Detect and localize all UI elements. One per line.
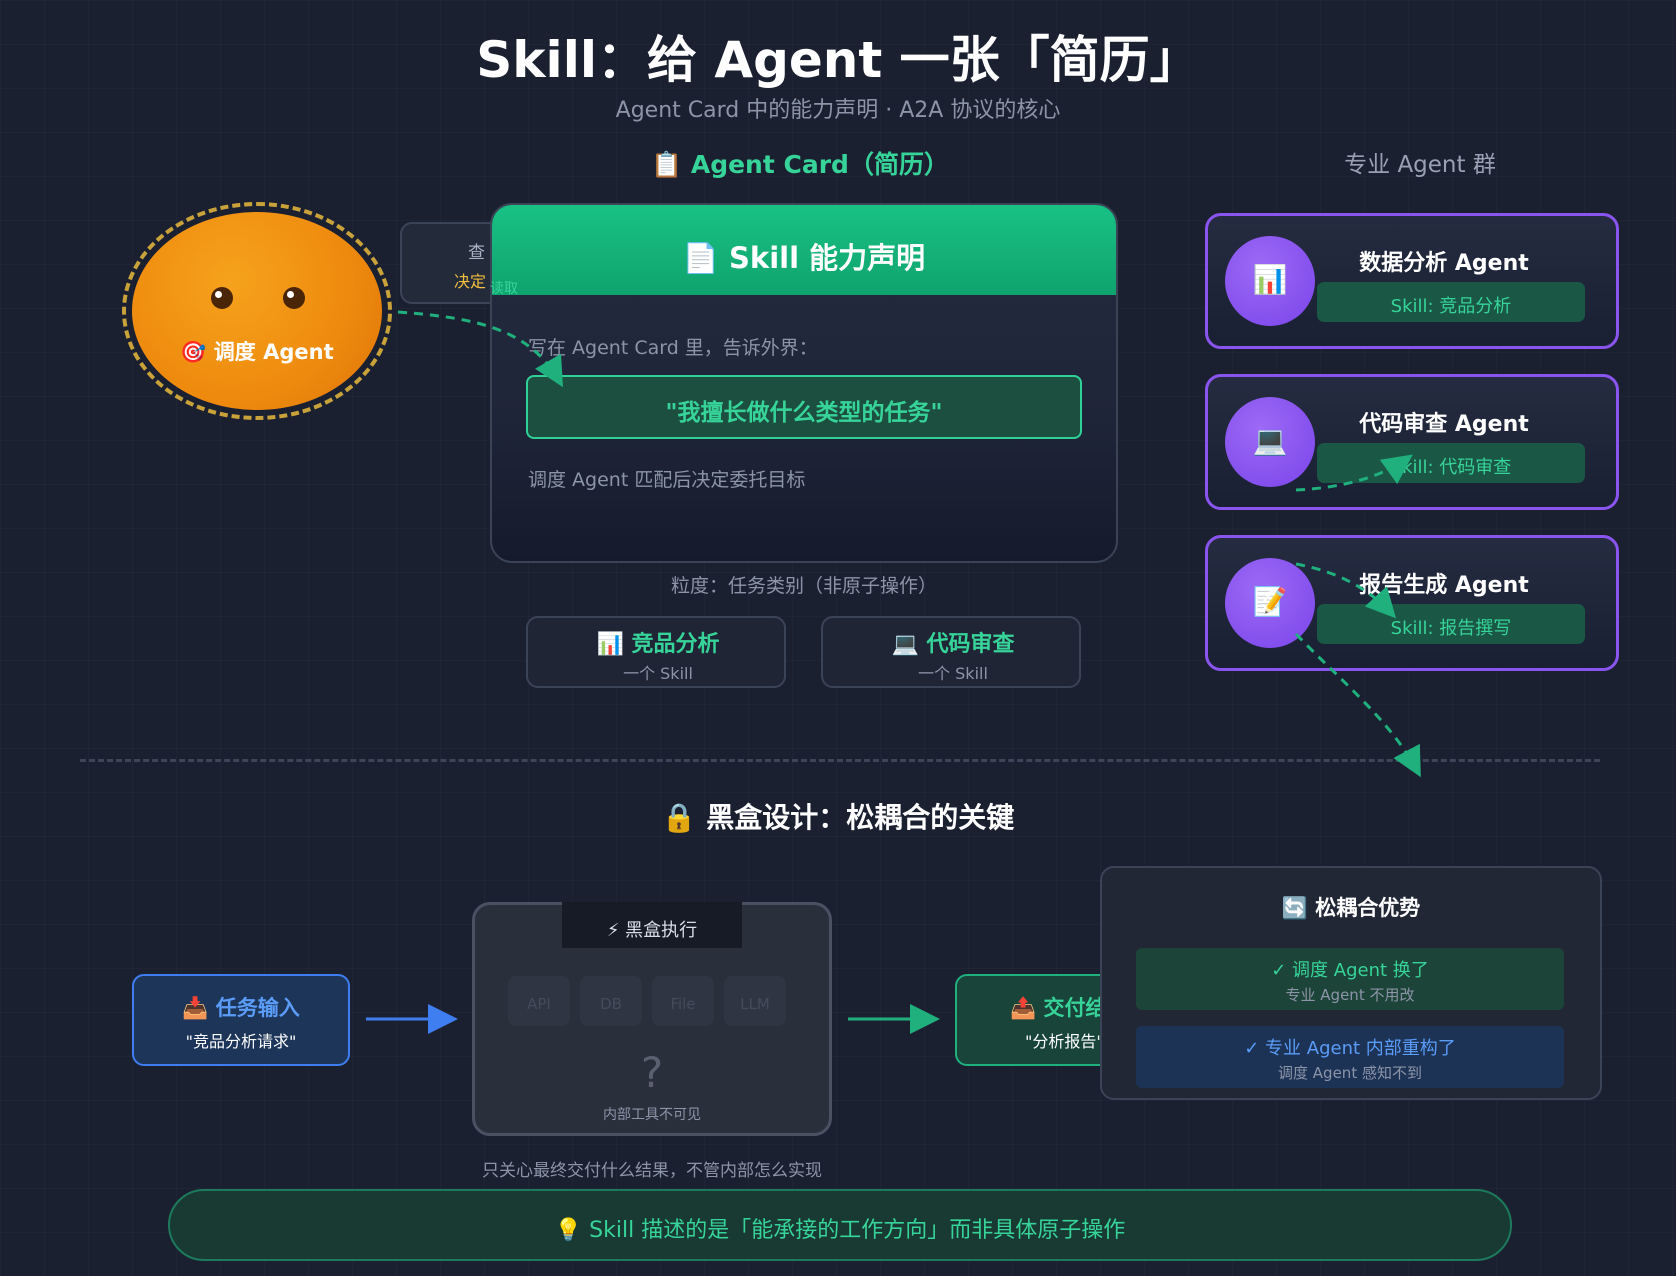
- blackbox-tab-label: ⚡ 黑盒执行: [606, 920, 698, 941]
- skill-example-title: 📊 竞品分析: [596, 632, 720, 657]
- skill-example-sub: 一个 Skill: [918, 664, 988, 683]
- coupling-benefit-2: [1136, 1026, 1564, 1088]
- tool-chip-api: [508, 976, 570, 1026]
- tool-chip-file: [652, 976, 714, 1026]
- dispatcher-dashed-ring: [122, 202, 392, 420]
- granularity-note: 粒度：任务类别（非原子操作）: [670, 575, 937, 597]
- task-input-box: [132, 974, 350, 1066]
- tool-label: LLM: [740, 995, 770, 1013]
- coupling-benefit-1-title: ✓ 调度 Agent 换了: [1271, 960, 1429, 981]
- task-input-title: 📥 任务输入: [182, 996, 300, 1020]
- agent-card-data-analysis[interactable]: 📊 数据分析 Agent Skill: 竞品分析: [1205, 213, 1619, 349]
- agent-icon-circle: [1225, 236, 1315, 326]
- query-tooltip-line2: 决定: [454, 272, 487, 291]
- skill-example-competitive-analysis[interactable]: 📊 竞品分析 一个 Skill: [526, 616, 786, 688]
- dispatcher-eye-right: [283, 287, 305, 309]
- page-title: Skill：给 Agent 一张「简历」: [476, 31, 1200, 89]
- agent-skill-box: [1317, 282, 1585, 322]
- loose-coupling-title: 🔄 松耦合优势: [1281, 896, 1421, 920]
- question-mark-icon: ?: [640, 1048, 664, 1097]
- agent-skill: Skill: 报告撰写: [1390, 618, 1512, 639]
- tool-label: DB: [600, 995, 622, 1013]
- skill-card-header: [492, 205, 1116, 295]
- read-label: 读取: [490, 281, 518, 297]
- delivery-value: "分析报告": [1025, 1032, 1104, 1051]
- blackbox-note: 内部工具不可见: [603, 1107, 701, 1123]
- agent-card-code-review[interactable]: 💻 代码审查 Agent Skill: 代码审查: [1205, 374, 1619, 510]
- agent-name: 代码审查 Agent: [1359, 412, 1529, 437]
- tool-chip-llm: [724, 976, 786, 1026]
- blackbox-caption: 只关心最终交付什么结果，不管内部怎么实现: [482, 1161, 822, 1181]
- agents-group-heading: 专业 Agent 群: [1344, 152, 1496, 178]
- agent-name: 报告生成 Agent: [1359, 573, 1529, 598]
- skill-quote-box: [526, 375, 1082, 439]
- footer-banner: [168, 1189, 1512, 1261]
- skill-example-title: 💻 代码审查: [891, 632, 1015, 657]
- agent-skill: Skill: 代码审查: [1390, 457, 1512, 478]
- agent-card-heading: 📋 Agent Card（简历）: [651, 150, 949, 179]
- coupling-benefit-2-title: ✓ 专业 Agent 内部重构了: [1244, 1038, 1456, 1059]
- agent-skill: Skill: 竞品分析: [1390, 296, 1512, 317]
- blackbox-section-heading: 🔒 黑盒设计：松耦合的关键: [661, 801, 1015, 834]
- task-input-value: "竞品分析请求": [185, 1032, 297, 1051]
- delivery-title: 📤 交付结: [1010, 996, 1107, 1020]
- query-tooltip-line1: 查: [468, 243, 485, 263]
- coupling-benefit-1-sub: 专业 Agent 不用改: [1285, 986, 1415, 1004]
- chart-icon: 📊: [1252, 263, 1288, 296]
- tool-label: File: [670, 995, 696, 1013]
- footer-text: 💡 Skill 描述的是「能承接的工作方向」而非具体原子操作: [554, 1218, 1126, 1243]
- skill-example-sub: 一个 Skill: [623, 664, 693, 683]
- agent-name: 数据分析 Agent: [1359, 251, 1529, 276]
- skill-quote: "我擅长做什么类型的任务": [665, 400, 943, 426]
- tool-chip-db: [580, 976, 642, 1026]
- coupling-benefit-2-sub: 调度 Agent 感知不到: [1278, 1064, 1422, 1082]
- dispatcher-label: 🎯 调度 Agent: [180, 340, 334, 364]
- skill-example-code-review[interactable]: 💻 代码审查 一个 Skill: [821, 616, 1081, 688]
- tool-label: API: [527, 995, 551, 1013]
- coupling-benefit-1: [1136, 948, 1564, 1010]
- laptop-icon: 💻: [1252, 424, 1288, 457]
- skill-declaration-card: 📄 Skill 能力声明 写在 Agent Card 里，告诉外界： "我擅长做…: [490, 203, 1118, 563]
- blackbox-tab: [562, 902, 742, 948]
- memo-icon: 📝: [1252, 585, 1288, 618]
- agent-card-report-generation[interactable]: 📝 报告生成 Agent Skill: 报告撰写: [1205, 535, 1619, 671]
- skill-card-note: 调度 Agent 匹配后决定委托目标: [528, 469, 806, 491]
- page-subtitle: Agent Card 中的能力声明 · A2A 协议的核心: [615, 98, 1061, 123]
- skill-card-description: 写在 Agent Card 里，告诉外界：: [528, 337, 818, 359]
- section-divider: [80, 759, 1600, 762]
- dispatcher-eye-left: [211, 287, 233, 309]
- skill-card-title: 📄 Skill 能力声明: [682, 241, 926, 275]
- dispatcher-agent-node[interactable]: [132, 212, 382, 410]
